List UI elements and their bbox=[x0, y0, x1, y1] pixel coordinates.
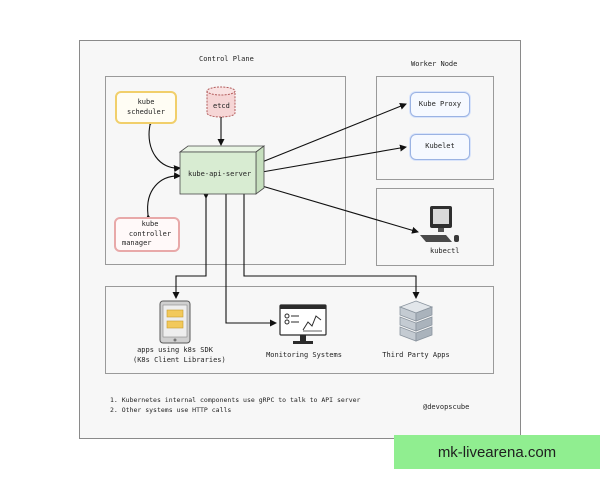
database-icon bbox=[206, 86, 236, 118]
sdk-apps-label-line1: apps using k8s SDK bbox=[137, 346, 213, 354]
footnote-2: 2. Other systems use HTTP calls bbox=[110, 405, 232, 414]
dashboard-monitor-icon bbox=[279, 304, 327, 344]
worker-node-title: Worker Node bbox=[411, 60, 458, 68]
tablet-icon bbox=[159, 300, 191, 344]
server-stack-icon bbox=[398, 300, 434, 342]
kube-controller-manager-box: kube controller manager bbox=[114, 217, 180, 252]
kube-proxy-box: Kube Proxy bbox=[410, 92, 470, 117]
etcd-label: etcd bbox=[213, 102, 230, 110]
kube-controller-manager-label-line1: kube controller bbox=[128, 220, 172, 238]
kube-api-server-label: kube-api-server bbox=[188, 170, 252, 178]
sdk-apps-label: apps using k8s SDK (K8s Client Libraries… bbox=[133, 346, 226, 366]
watermark-banner: mk-livearena.com bbox=[394, 435, 600, 469]
monitoring-systems-label: Monitoring Systems bbox=[266, 351, 342, 359]
kube-proxy-label: Kube Proxy bbox=[418, 99, 462, 108]
kubelet-label: Kubelet bbox=[425, 142, 455, 151]
control-plane-title: Control Plane bbox=[199, 55, 254, 63]
kube-scheduler-box: kube scheduler bbox=[115, 91, 177, 124]
footnote-1: 1. Kubernetes internal components use gR… bbox=[110, 396, 361, 404]
kube-controller-manager-label-line2: manager bbox=[122, 239, 152, 248]
kubelet-box: Kubelet bbox=[410, 134, 470, 160]
third-party-apps-label: Third Party Apps bbox=[382, 351, 450, 359]
kube-scheduler-label: kube scheduler bbox=[127, 98, 165, 116]
credit-label: @devopscube bbox=[423, 403, 470, 411]
server-cube-icon bbox=[178, 145, 266, 195]
kubectl-label: kubectl bbox=[430, 247, 460, 255]
sdk-apps-label-line2: (K8s Client Libraries) bbox=[133, 355, 226, 364]
footnotes: 1. Kubernetes internal components use gR… bbox=[110, 396, 360, 416]
computer-icon bbox=[420, 206, 459, 242]
